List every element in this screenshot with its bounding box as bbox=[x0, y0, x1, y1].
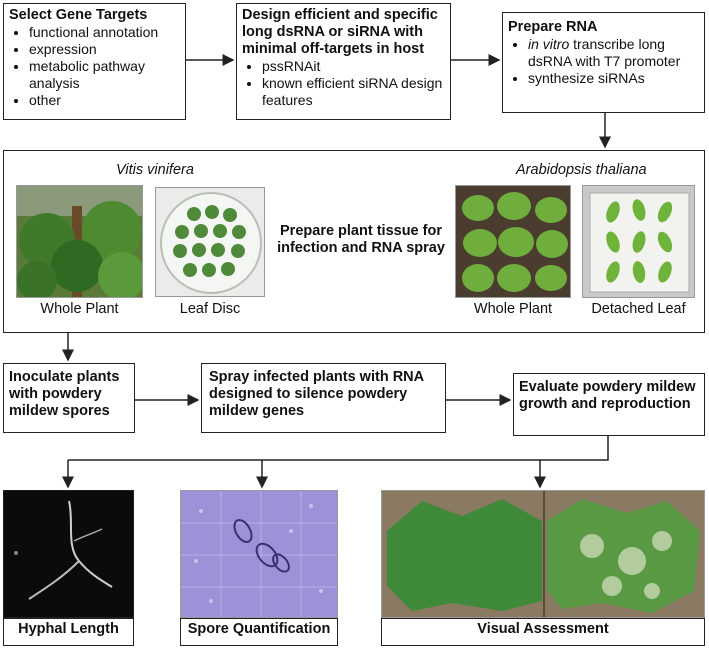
arabidopsis-detached-leaf-image bbox=[582, 185, 695, 298]
hyphal-length-image bbox=[3, 490, 134, 618]
vitis-whole-plant-image bbox=[16, 185, 143, 298]
list-item: pssRNAit bbox=[262, 58, 445, 75]
species-label-arabidopsis: Arabidopsis thaliana bbox=[516, 162, 647, 178]
select-gene-targets-box: Select Gene Targets functional annotatio… bbox=[3, 3, 186, 120]
spore-quantification-image bbox=[180, 490, 338, 618]
list-item: other bbox=[29, 92, 180, 109]
list-item: synthesize siRNAs bbox=[528, 70, 699, 87]
inoculate-box: Inoculate plants with powdery mildew spo… bbox=[3, 363, 135, 433]
list-item: functional annotation bbox=[29, 24, 180, 41]
prepare-rna-title: Prepare RNA bbox=[508, 19, 699, 36]
arabidopsis-whole-plant-image bbox=[455, 185, 571, 298]
prepare-rna-list: in vitro transcribe long dsRNA with T7 p… bbox=[508, 36, 699, 87]
leaf-disc-dish-illustration bbox=[156, 188, 265, 297]
in-vitro-text: in vitro bbox=[528, 36, 569, 52]
spray-title: Spray infected plants with RNA designed … bbox=[209, 369, 438, 420]
vitis-whole-plant-illustration bbox=[17, 186, 143, 298]
detached-leaf-dish-illustration bbox=[583, 186, 695, 298]
inoculate-title: Inoculate plants with powdery mildew spo… bbox=[9, 369, 129, 420]
spray-box: Spray infected plants with RNA designed … bbox=[201, 363, 446, 433]
label-visual-assessment: Visual Assessment bbox=[381, 618, 705, 646]
visual-assessment-image bbox=[381, 490, 705, 618]
label-spore-quantification: Spore Quantification bbox=[180, 618, 338, 646]
species-label-vitis: Vitis vinifera bbox=[116, 162, 194, 178]
evaluate-box: Evaluate powdery mildew growth and repro… bbox=[513, 373, 705, 436]
list-item: metabolic pathway analysis bbox=[29, 58, 180, 92]
prepare-rna-box: Prepare RNA in vitro transcribe long dsR… bbox=[502, 12, 705, 113]
label-hyphal-length: Hyphal Length bbox=[3, 618, 134, 646]
vitis-leaf-disc-image bbox=[155, 187, 265, 297]
list-item: known efficient siRNA design features bbox=[262, 75, 445, 109]
list-item: in vitro transcribe long dsRNA with T7 p… bbox=[528, 36, 699, 70]
hypha-micrograph-illustration bbox=[4, 491, 134, 618]
caption-vitis-whole-plant: Whole Plant bbox=[16, 301, 143, 317]
list-item: expression bbox=[29, 41, 180, 58]
design-rna-box: Design efficient and specific long dsRNA… bbox=[236, 3, 451, 120]
arabidopsis-rosettes-illustration bbox=[456, 186, 571, 298]
caption-leaf-disc: Leaf Disc bbox=[155, 301, 265, 317]
prepare-tissue-text: Prepare plant tissue for infection and R… bbox=[271, 223, 451, 257]
select-gene-targets-list: functional annotation expression metabol… bbox=[9, 24, 180, 109]
arrow-evaluate-branch bbox=[68, 436, 608, 460]
select-gene-targets-title: Select Gene Targets bbox=[9, 7, 180, 24]
evaluate-title: Evaluate powdery mildew growth and repro… bbox=[519, 379, 699, 413]
caption-detached-leaf: Detached Leaf bbox=[582, 301, 695, 317]
caption-arabidopsis-whole-plant: Whole Plant bbox=[455, 301, 571, 317]
spore-micrograph-illustration bbox=[181, 491, 338, 618]
design-rna-list: pssRNAit known efficient siRNA design fe… bbox=[242, 58, 445, 109]
grape-leaves-illustration bbox=[382, 491, 705, 618]
design-rna-title: Design efficient and specific long dsRNA… bbox=[242, 7, 445, 58]
